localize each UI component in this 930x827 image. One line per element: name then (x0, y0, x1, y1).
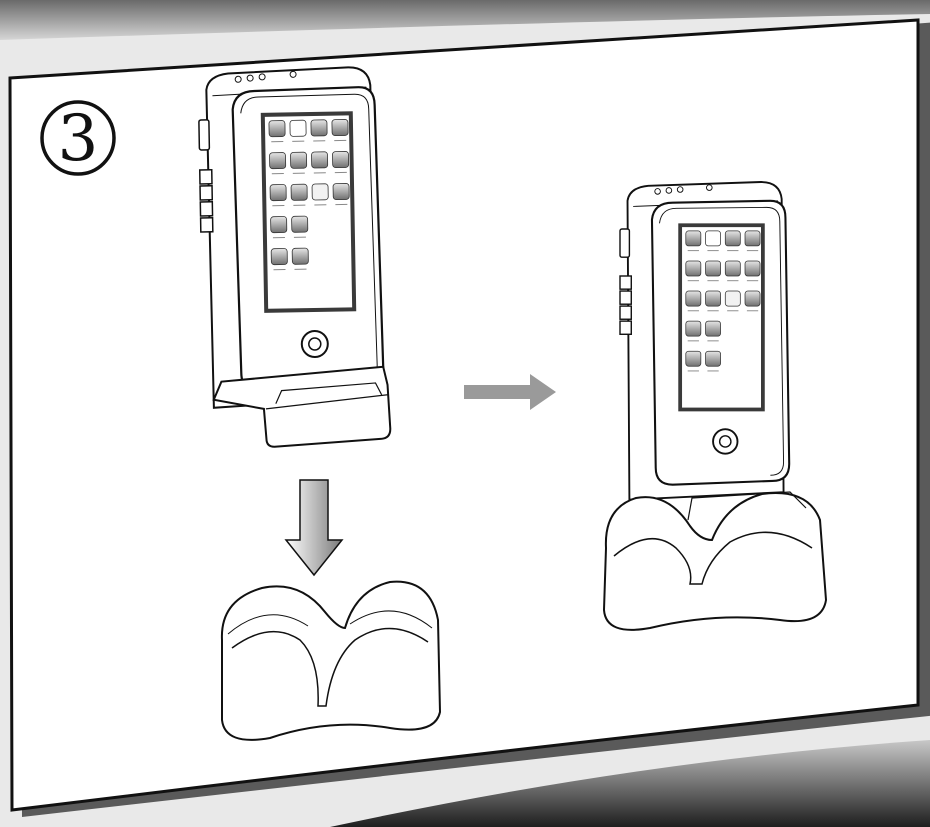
step-badge: 3 (40, 100, 116, 176)
media-player-before (196, 64, 392, 448)
arrow-right-icon (464, 374, 556, 410)
dock-adapter (212, 365, 392, 448)
dock-cradle-icon (220, 580, 442, 741)
docked-cradle (602, 491, 828, 631)
bottom-corner-shadow (330, 740, 930, 827)
circled-number-icon (40, 100, 116, 176)
media-player-docked (618, 180, 792, 502)
step-number: 3 (58, 102, 99, 176)
arrow-down-icon (284, 479, 344, 577)
top-corner-shadow (0, 0, 930, 40)
